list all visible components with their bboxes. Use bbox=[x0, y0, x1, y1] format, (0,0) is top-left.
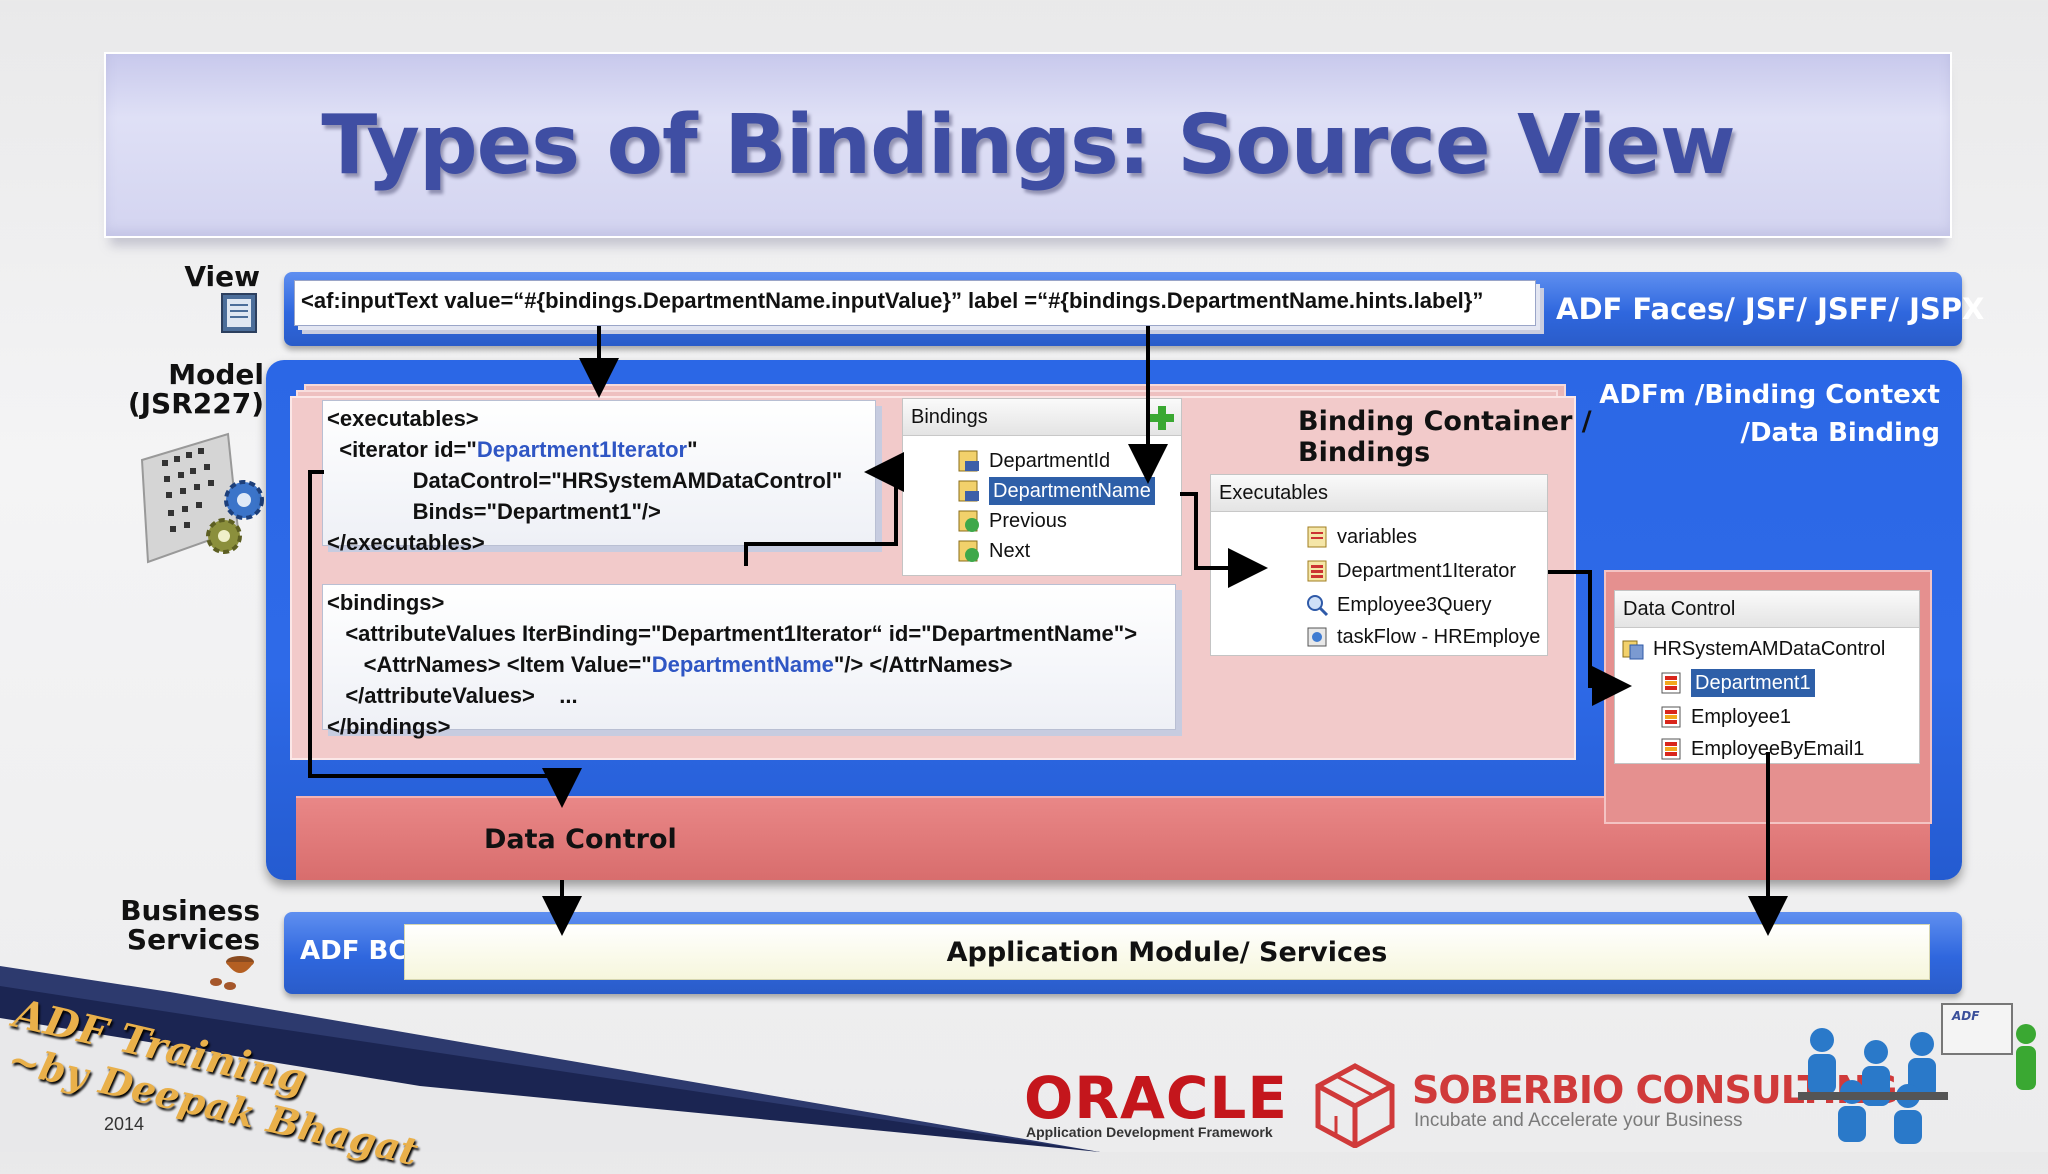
collection-icon bbox=[1661, 706, 1681, 728]
executable-item[interactable]: taskFlow - HREmploye bbox=[1305, 623, 1540, 651]
adf-badge-text: ADF bbox=[1951, 1009, 1980, 1023]
view-source-code: <af:inputText value=“#{bindings.Departme… bbox=[294, 280, 1536, 326]
executables-panel: Executables variables Department1Iterato… bbox=[1210, 474, 1548, 656]
arrow-bindings-code-to-executables-code bbox=[744, 452, 904, 566]
data-control-item-selected[interactable]: Department1 bbox=[1659, 669, 1815, 697]
variables-icon bbox=[1307, 526, 1327, 548]
adfm-label: ADFm /Binding Context /Data Binding bbox=[1599, 380, 1940, 448]
data-control-icon bbox=[1622, 640, 1644, 660]
executable-item[interactable]: variables bbox=[1305, 523, 1417, 551]
bindings-code-panel: <bindings> <attributeValues IterBinding=… bbox=[322, 584, 1176, 739]
coffee-beans-icon bbox=[204, 948, 264, 999]
iterator-id-highlight: Department1Iterator bbox=[476, 437, 688, 462]
collection-icon bbox=[1661, 738, 1681, 760]
view-page-icon bbox=[218, 292, 260, 339]
bindings-panel: Bindings DepartmentId DepartmentName Pre… bbox=[902, 398, 1182, 576]
data-control-item[interactable]: Employee1 bbox=[1659, 703, 1791, 731]
attr-name-highlight: DepartmentName bbox=[651, 652, 834, 677]
model-layer-label: Model (JSR227) bbox=[127, 358, 264, 420]
add-binding-icon[interactable] bbox=[1149, 405, 1175, 437]
soberbio-logo-icon bbox=[1312, 1062, 1398, 1153]
executable-item[interactable]: Employee3Query bbox=[1305, 591, 1492, 619]
action-binding-icon bbox=[958, 540, 979, 562]
task-flow-icon bbox=[1307, 627, 1327, 647]
model-gears-icon bbox=[138, 430, 274, 575]
binding-item[interactable]: Next bbox=[957, 537, 1030, 565]
arrow-bindings-to-executables bbox=[1180, 492, 1268, 588]
data-control-item[interactable]: EmployeeByEmail1 bbox=[1659, 735, 1864, 763]
footer-ribbon bbox=[0, 966, 1100, 1152]
company-tagline: Incubate and Accelerate your Business bbox=[1414, 1110, 1743, 1131]
bindings-panel-header: Bindings bbox=[903, 399, 1181, 436]
adf-bc-label: ADF BC bbox=[300, 936, 408, 966]
collection-icon bbox=[1661, 672, 1681, 694]
oracle-logo: ORACLE bbox=[1024, 1064, 1288, 1132]
action-binding-icon bbox=[958, 510, 979, 532]
data-control-root[interactable]: HRSystemAMDataControl bbox=[1621, 635, 1885, 663]
oracle-subtitle: Application Development Framework bbox=[1026, 1124, 1273, 1140]
classroom-illustration-icon: ADF bbox=[1792, 996, 2040, 1151]
executables-panel-header: Executables bbox=[1211, 475, 1547, 512]
executable-item[interactable]: Department1Iterator bbox=[1305, 557, 1516, 585]
binding-container-label: Binding Container / Bindings bbox=[1298, 406, 1592, 468]
binding-item-selected[interactable]: DepartmentName bbox=[957, 477, 1155, 505]
iterator-icon bbox=[1307, 560, 1327, 582]
attribute-binding-icon bbox=[958, 480, 979, 502]
binding-item[interactable]: Previous bbox=[957, 507, 1067, 535]
year-label: 2014 bbox=[104, 1114, 145, 1134]
page-title: Types of Bindings: Source View bbox=[321, 97, 1735, 193]
application-module-box: Application Module/ Services bbox=[404, 924, 1930, 980]
data-control-panel-header: Data Control bbox=[1615, 591, 1919, 628]
executables-code-panel: <executables> <iterator id="Department1I… bbox=[322, 400, 876, 555]
arrow-iterator-to-data-control bbox=[308, 470, 582, 808]
binding-item[interactable]: DepartmentId bbox=[957, 447, 1110, 475]
view-layer-label: View bbox=[184, 260, 260, 293]
view-band-label: ADF Faces/ JSF/ JSFF/ JSPX bbox=[1556, 292, 1985, 326]
attribute-binding-icon bbox=[958, 450, 979, 472]
arrow-executables-to-data-control bbox=[1548, 570, 1632, 706]
search-query-icon bbox=[1307, 595, 1329, 617]
data-control-band-label: Data Control bbox=[484, 824, 677, 855]
data-control-panel: Data Control HRSystemAMDataControl Depar… bbox=[1614, 590, 1920, 764]
business-layer-label: Business Services bbox=[120, 894, 260, 956]
title-banner: Types of Bindings: Source View bbox=[104, 52, 1952, 238]
